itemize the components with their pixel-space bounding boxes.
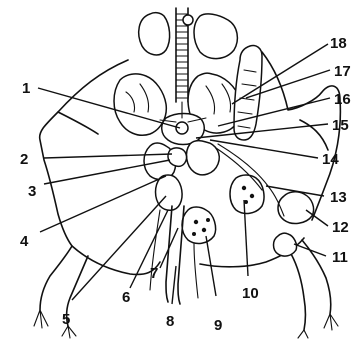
label-1: 1: [22, 80, 30, 97]
abdominal-organs: [144, 141, 219, 211]
leader-lines: [38, 44, 330, 304]
stomach-4: [156, 175, 183, 210]
label-12: 12: [332, 219, 349, 236]
lower-body-left: [72, 246, 160, 275]
label-17: 17: [334, 63, 351, 80]
left-skin-flap: [40, 60, 128, 246]
right-hind-limb: [290, 240, 338, 338]
organ-12: [278, 192, 314, 224]
right-upper-gland: [194, 14, 237, 59]
label-11: 11: [332, 249, 348, 266]
label-9: 9: [214, 317, 222, 334]
leader-4: [40, 176, 166, 232]
leader-11: [294, 244, 326, 256]
label-6: 6: [122, 289, 130, 306]
right-kidney-10: [230, 175, 264, 213]
label-13: 13: [330, 189, 347, 206]
label-5: 5: [62, 311, 70, 328]
left-upper-gland: [139, 13, 170, 55]
label-15: 15: [332, 117, 349, 134]
label-2: 2: [20, 151, 28, 168]
label-16: 16: [334, 91, 351, 108]
leader-6: [130, 210, 168, 288]
label-4: 4: [20, 233, 29, 250]
liver-right: [187, 141, 220, 175]
label-14: 14: [322, 151, 339, 168]
left-skin-flap-inner: [58, 112, 98, 134]
organ-11: [274, 233, 297, 256]
label-18: 18: [330, 35, 347, 52]
kidneys: [182, 175, 264, 243]
left-kidney-9: [182, 207, 216, 243]
leader-8: [172, 266, 176, 304]
label-10: 10: [242, 285, 259, 302]
right-tubular-organ: [234, 45, 262, 140]
left-lung: [114, 74, 166, 135]
label-3: 3: [28, 183, 36, 200]
label-8: 8: [166, 313, 174, 330]
label-7: 7: [150, 265, 158, 282]
right-upper-nodule: [183, 15, 193, 25]
small-organ-3: [168, 148, 187, 166]
